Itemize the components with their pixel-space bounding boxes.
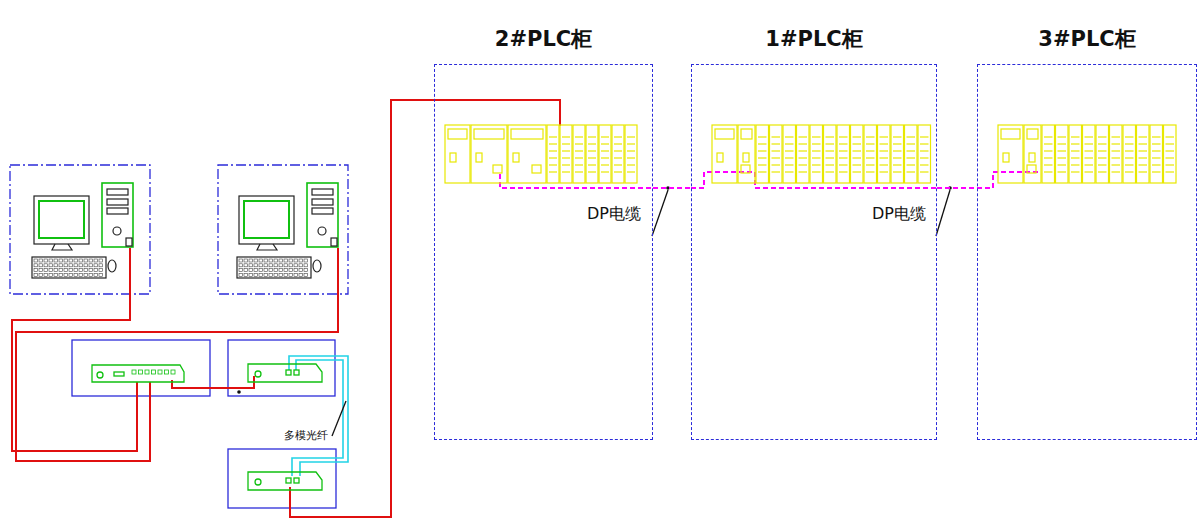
cabinet-title: 1#PLC柜 xyxy=(692,25,936,53)
dp-cable xyxy=(937,187,977,189)
media-converter xyxy=(248,364,322,382)
fiber-cable xyxy=(292,360,343,476)
computer-icon xyxy=(237,183,338,278)
cable-label: DP电缆 xyxy=(872,204,926,225)
pc-box xyxy=(218,165,348,294)
fiber-label: 多模光纤 xyxy=(284,428,328,443)
media-converter xyxy=(248,472,322,490)
ethernet-wire xyxy=(290,100,560,517)
switch-icon xyxy=(92,365,184,382)
cable-label: DP电缆 xyxy=(587,204,641,225)
dp-cable xyxy=(977,172,1040,188)
plc-cabinet: 2#PLC柜 xyxy=(434,64,653,440)
leader-line xyxy=(652,190,668,236)
dp-cable xyxy=(653,187,691,189)
dp-cable xyxy=(500,174,653,188)
leader-line xyxy=(936,190,950,236)
plc-rack xyxy=(998,125,1176,183)
plc-cabinet: 1#PLC柜 xyxy=(691,64,937,440)
plc-rack xyxy=(445,125,637,183)
dp-cable xyxy=(691,172,937,188)
fiber-cable xyxy=(289,356,348,476)
plc-rack xyxy=(712,125,931,183)
ethernet-wire xyxy=(16,248,338,461)
computer-icon xyxy=(32,183,133,278)
plc-cabinet: 3#PLC柜 xyxy=(977,64,1197,440)
leader-line xyxy=(332,401,346,436)
ethernet-wire xyxy=(12,248,137,451)
cabinet-title: 3#PLC柜 xyxy=(978,25,1196,53)
cabinet-title: 2#PLC柜 xyxy=(435,25,652,53)
